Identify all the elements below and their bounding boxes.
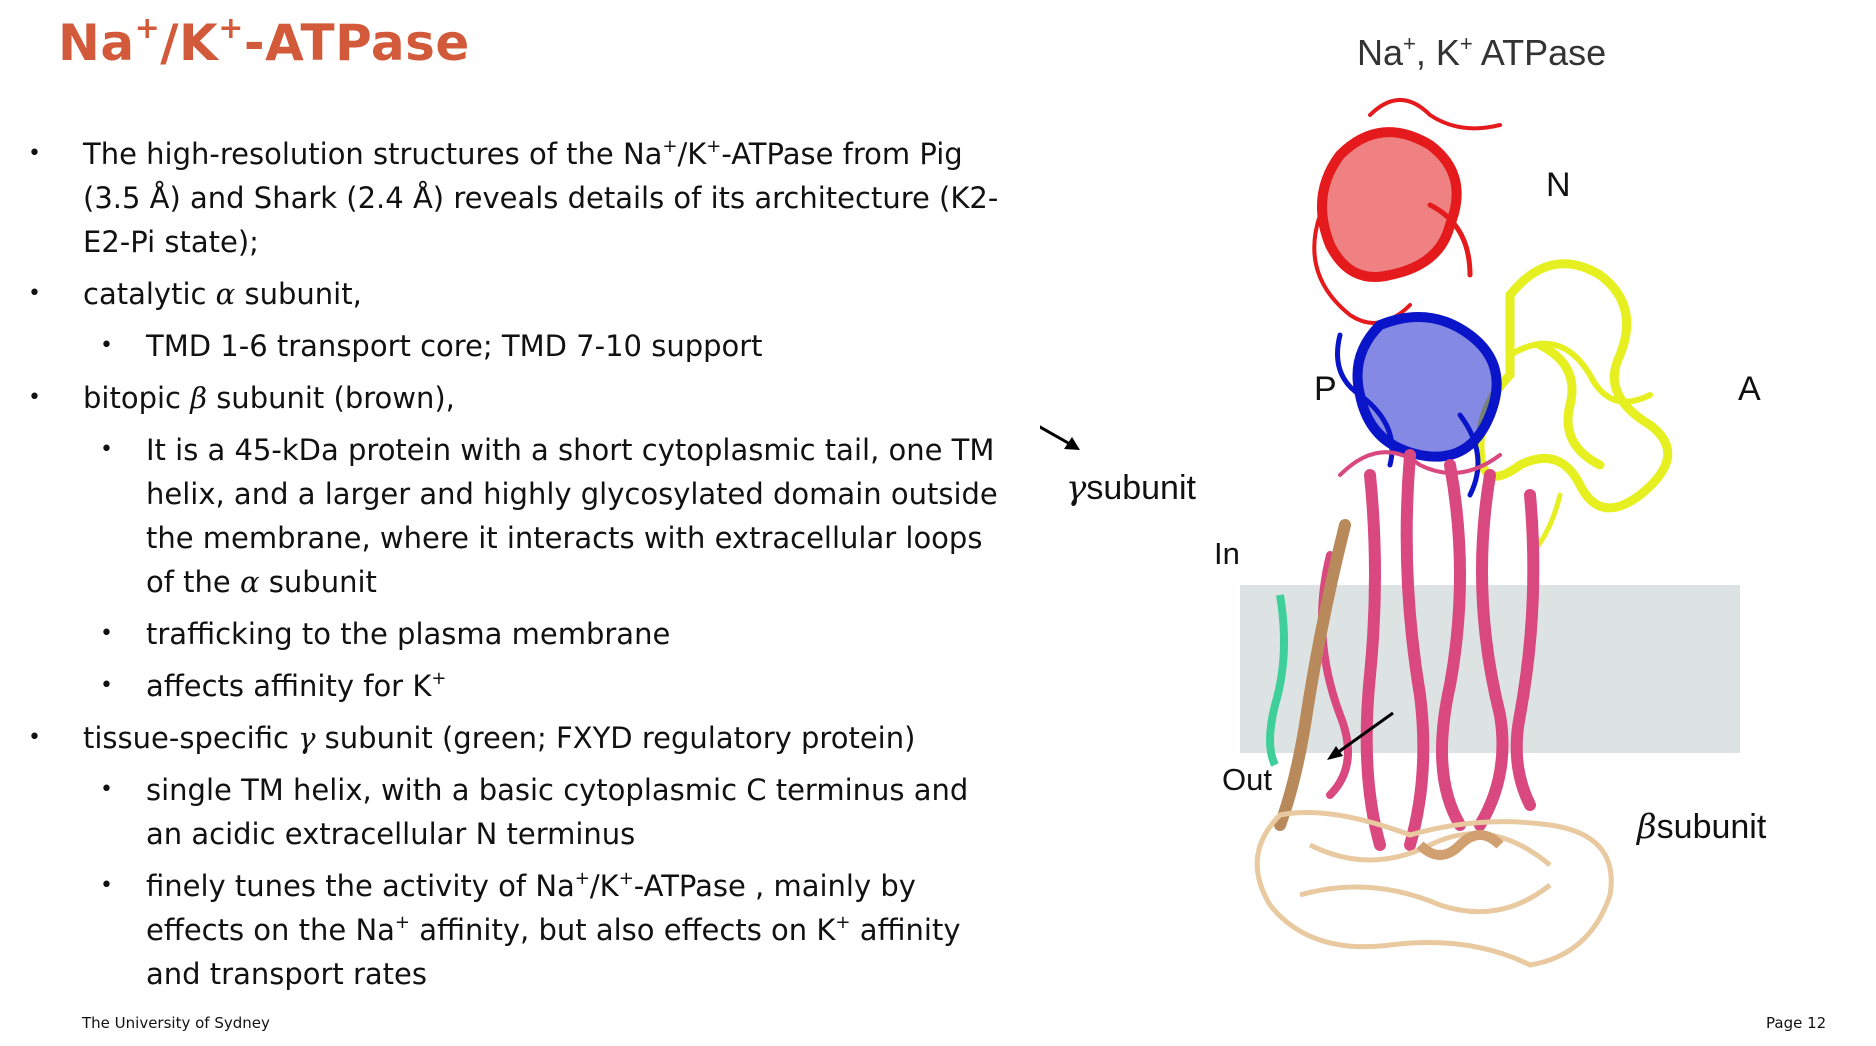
bullet-dot: • bbox=[28, 141, 41, 166]
footer-page-number: Page 12 bbox=[1766, 1014, 1827, 1032]
footer-university: The University of Sydney bbox=[82, 1014, 270, 1032]
beta-extracellular-domain bbox=[1254, 810, 1614, 968]
sub-bullet-trafficking: • trafficking to the plasma membrane bbox=[22, 612, 1002, 656]
protein-structure-image bbox=[1040, 98, 1740, 968]
bullet-dot: • bbox=[100, 873, 113, 898]
bullet-dot: • bbox=[28, 281, 41, 306]
sub-bullet-tmd: • TMD 1-6 transport core; TMD 7-10 suppo… bbox=[22, 324, 1002, 368]
sub-bullet-k-affinity: • affects affinity for K+ bbox=[22, 664, 1002, 708]
bullet-dot: • bbox=[100, 437, 113, 462]
label-beta-subunit: βsubunit bbox=[1637, 807, 1767, 847]
label-gamma-subunit: γsubunit bbox=[1066, 468, 1196, 508]
bullet-dot: • bbox=[28, 725, 41, 750]
bullet-dot: • bbox=[28, 385, 41, 410]
label-out: Out bbox=[1222, 762, 1272, 797]
slide-title: Na+/K+-ATPase bbox=[58, 11, 470, 73]
bullet-gamma-subunit: • tissue-specific γ subunit (green; FXYD… bbox=[22, 716, 1002, 760]
sub-bullet-tunes-activity: • finely tunes the activity of Na+/K+-AT… bbox=[22, 864, 1002, 996]
bullet-list: • The high-resolution structures of the … bbox=[22, 132, 1002, 1004]
label-in: In bbox=[1214, 536, 1240, 571]
bullet-structures: • The high-resolution structures of the … bbox=[22, 132, 1002, 264]
gamma-subunit-helix bbox=[1266, 594, 1288, 767]
beta-arrow bbox=[1327, 711, 1394, 760]
label-n-domain: N bbox=[1546, 166, 1571, 204]
gamma-arrow bbox=[1040, 425, 1080, 450]
beta-subunit-helix bbox=[1274, 519, 1351, 831]
bullet-dot: • bbox=[100, 621, 113, 646]
bullet-alpha-subunit: • catalytic α subunit, bbox=[22, 272, 1002, 316]
figure-title: Na+, K+ ATPase bbox=[1357, 31, 1607, 73]
label-a-domain: A bbox=[1738, 370, 1761, 408]
p-domain bbox=[1335, 312, 1502, 498]
sub-bullet-single-tm: • single TM helix, with a basic cytoplas… bbox=[22, 768, 1002, 856]
bullet-beta-subunit: • bitopic β subunit (brown), bbox=[22, 376, 1002, 420]
label-p-domain: P bbox=[1314, 370, 1337, 408]
bullet-dot: • bbox=[100, 777, 113, 802]
n-domain bbox=[1312, 98, 1502, 325]
sub-bullet-beta-protein: • It is a 45-kDa protein with a short cy… bbox=[22, 428, 1002, 604]
a-domain bbox=[1475, 259, 1673, 558]
bullet-dot: • bbox=[100, 673, 113, 698]
bullet-dot: • bbox=[100, 333, 113, 358]
